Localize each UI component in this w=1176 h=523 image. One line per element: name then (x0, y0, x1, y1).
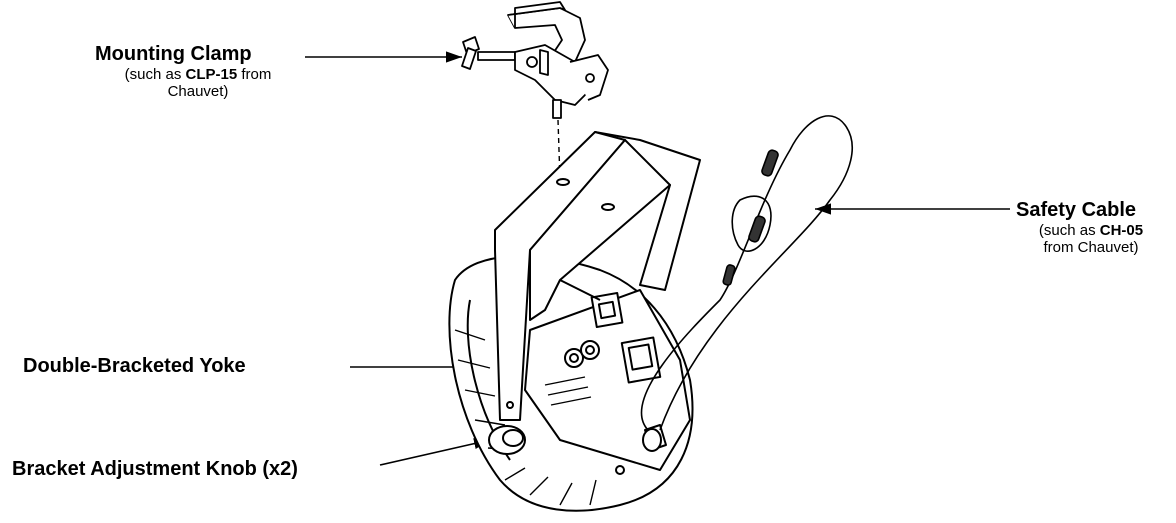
mounting-clamp-sub-suffix: from (237, 66, 272, 83)
mounting-clamp-title: Mounting Clamp (95, 43, 252, 65)
mounting-clamp-sub-prefix: (such as (124, 66, 186, 83)
yoke-drawing (494, 131, 701, 421)
safety-cable-subtitle: (such as CH-05 from Chauvet) (1016, 222, 1166, 256)
mounting-clamp-sub-line2: Chauvet) (167, 82, 229, 100)
clamp-bolt-guide (557, 119, 561, 181)
safety-cable-model: CH-05 (1099, 222, 1144, 239)
safety-cable-title: Safety Cable (1016, 199, 1137, 221)
safety-cable-drawing (640, 115, 853, 431)
mounting-clamp-subtitle: (such as CLP-15 from Chauvet) (95, 66, 301, 100)
safety-cable-sub-line2: from Chauvet) (1043, 238, 1139, 256)
safety-cable-sub-prefix: (such as (1038, 222, 1100, 239)
knob-arrow (379, 438, 491, 466)
knob-drawing (488, 425, 662, 455)
knob-title: Bracket Adjustment Knob (x2) (12, 458, 298, 480)
leader-lines (305, 51, 1010, 466)
fixture-body-drawing (448, 255, 694, 512)
mounting-clamp-model: CLP-15 (185, 66, 238, 83)
mounting-clamp-drawing (461, 1, 609, 119)
yoke-title: Double-Bracketed Yoke (23, 355, 246, 377)
